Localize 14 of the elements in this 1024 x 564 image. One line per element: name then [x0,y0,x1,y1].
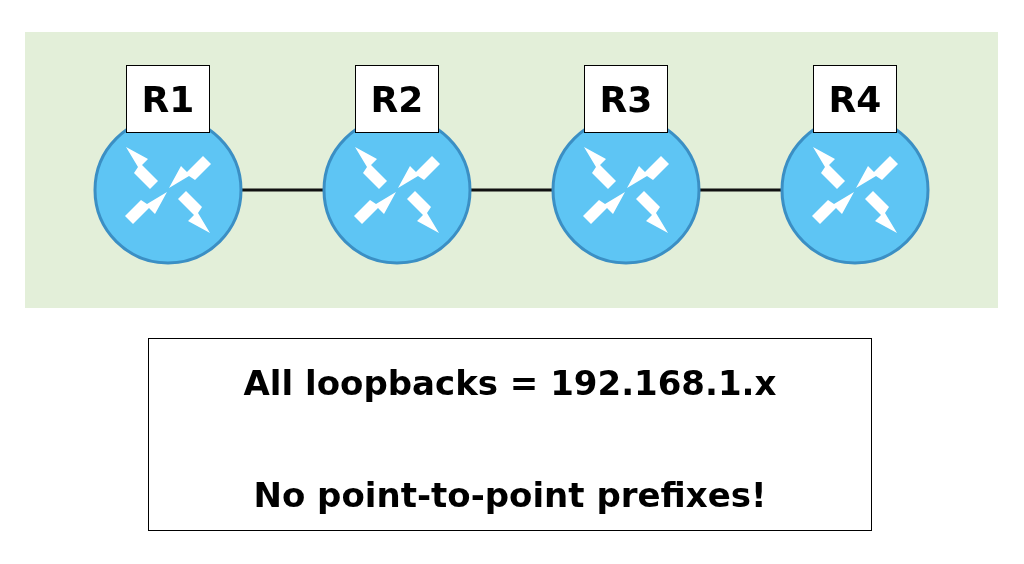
router-label: R2 [355,65,439,133]
router-label: R3 [584,65,668,133]
router-label: R1 [126,65,210,133]
router [780,65,930,265]
router [322,65,472,265]
connection-line [470,188,553,192]
router [93,65,243,265]
router-label: R4 [813,65,897,133]
note-text: All loopbacks = 192.168.1.x [242,363,778,403]
note-box [148,338,872,531]
note-text: No point-to-point prefixes! [252,475,768,515]
connection-line [699,188,782,192]
router [551,65,701,265]
connection-line [241,188,324,192]
